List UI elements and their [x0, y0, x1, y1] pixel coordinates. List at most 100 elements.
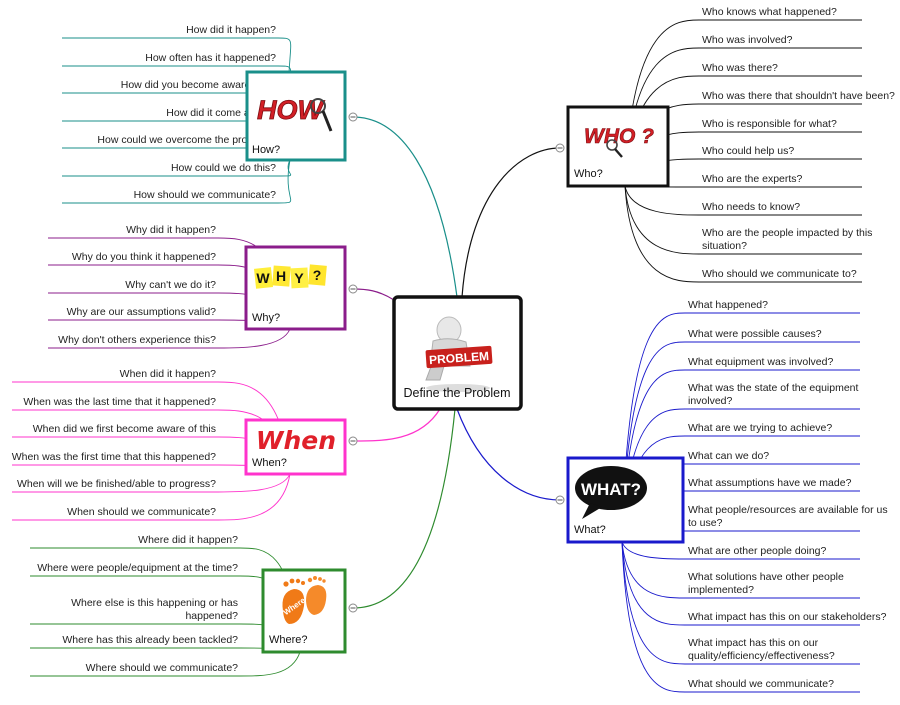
topic-what[interactable]: WHAT? What? — [566, 456, 685, 544]
leaf-how-3[interactable]: How did you become aware of it? — [121, 79, 276, 91]
branch-where — [352, 408, 456, 609]
leaf-who-3[interactable]: Who was there? — [702, 62, 778, 74]
leaf-when-2-line-1: When was the last time that it happened? — [23, 396, 216, 408]
leaf-what-2[interactable]: What were possible causes? — [688, 328, 822, 340]
leaf-what-5[interactable]: What are we trying to achieve? — [688, 422, 832, 434]
leaf-who-1-line-1: Who knows what happened? — [702, 6, 837, 18]
connector-who-9 — [624, 185, 700, 255]
topic-how-label: How? — [252, 144, 280, 156]
leaf-when-1[interactable]: When did it happen? — [120, 368, 216, 380]
topic-why[interactable]: W H Y ? Why? — [244, 245, 347, 331]
leaf-who-7-line-1: Who are the experts? — [702, 173, 803, 185]
leaf-who-5-line-1: Who is responsible for what? — [702, 118, 837, 130]
leaf-topics: How did it happen? How often has it happe… — [12, 6, 895, 690]
topic-when[interactable]: When When? — [244, 418, 347, 476]
leaf-who-10[interactable]: Who should we communicate to? — [702, 268, 857, 280]
leaf-where-2[interactable]: Where were people/equipment at the time? — [37, 562, 238, 574]
leaf-what-11[interactable]: What impact has this on our stakeholders… — [688, 611, 887, 623]
leaf-where-1[interactable]: Where did it happen? — [138, 534, 238, 546]
leaf-when-1-line-1: When did it happen? — [120, 368, 216, 380]
leaf-why-2[interactable]: Why do you think it happened? — [72, 251, 216, 263]
leaf-when-3-line-1: When did we first become aware of this — [33, 423, 216, 435]
branch-what — [456, 408, 561, 501]
leaf-who-9-line-2: situation? — [702, 240, 747, 252]
leaf-who-8[interactable]: Who needs to know? — [702, 201, 800, 213]
connector-what-12 — [621, 541, 686, 665]
collapse-where-button[interactable] — [348, 603, 358, 613]
leaf-when-5[interactable]: When will we be finished/able to progres… — [17, 478, 216, 490]
who-magnifier-icon: WHO ? — [584, 125, 654, 158]
branch-how — [352, 116, 458, 298]
how-art-text: HOW — [257, 95, 326, 125]
collapse-who-button[interactable] — [555, 143, 565, 153]
leaf-what-2-line-1: What were possible causes? — [688, 328, 822, 340]
connector-why-5 — [217, 328, 291, 349]
leaf-what-13-line-1: What should we communicate? — [688, 678, 834, 690]
leaf-what-8[interactable]: What people/resources are available for … — [688, 504, 888, 529]
leaf-when-4-line-1: When was the first time that this happen… — [12, 451, 216, 463]
leaf-when-2[interactable]: When was the last time that it happened? — [23, 396, 216, 408]
topic-who[interactable]: WHO ? Who? — [566, 105, 670, 188]
leaf-what-8-line-1: What people/resources are available for … — [688, 504, 888, 516]
leaf-when-4[interactable]: When was the first time that this happen… — [12, 451, 216, 463]
what-speech-bubble-icon: WHAT? — [575, 466, 647, 519]
leaf-how-1[interactable]: How did it happen? — [186, 24, 276, 36]
leaf-why-3-line-1: Why can't we do it? — [125, 279, 216, 291]
topic-where[interactable]: Where Where? — [261, 568, 347, 654]
leaf-who-8-line-1: Who needs to know? — [702, 201, 800, 213]
leaf-when-3[interactable]: When did we first become aware of this — [33, 423, 216, 435]
leaf-what-10-line-1: What solutions have other people — [688, 571, 844, 583]
why-letter-q: ? — [313, 267, 322, 283]
leaf-what-3[interactable]: What equipment was involved? — [688, 356, 833, 368]
leaf-what-4-line-2: involved? — [688, 395, 733, 407]
leaf-who-1[interactable]: Who knows what happened? — [702, 6, 837, 18]
leaf-how-6[interactable]: How could we do this? — [171, 162, 276, 174]
leaf-who-7[interactable]: Who are the experts? — [702, 173, 803, 185]
leaf-how-1-line-1: How did it happen? — [186, 24, 276, 36]
central-topic[interactable]: PROBLEM Define the Problem — [392, 295, 523, 411]
leaf-where-4[interactable]: Where has this already been tackled? — [62, 634, 238, 646]
collapse-what-button[interactable] — [555, 495, 565, 505]
leaf-what-13[interactable]: What should we communicate? — [688, 678, 834, 690]
leaf-why-1-line-1: Why did it happen? — [126, 224, 216, 236]
leaf-how-6-line-1: How could we do this? — [171, 162, 276, 174]
leaf-how-2[interactable]: How often has it happened? — [145, 52, 276, 64]
leaf-who-4[interactable]: Who was there that shouldn't have been? — [702, 90, 895, 102]
collapse-how-button[interactable] — [348, 112, 358, 122]
leaf-who-2[interactable]: Who was involved? — [702, 34, 793, 46]
leaf-why-5[interactable]: Why don't others experience this? — [58, 334, 216, 346]
leaf-when-6[interactable]: When should we communicate? — [67, 506, 216, 518]
leaf-who-5[interactable]: Who is responsible for what? — [702, 118, 837, 130]
leaf-what-7[interactable]: What assumptions have we made? — [688, 477, 852, 489]
leaf-where-2-line-1: Where were people/equipment at the time? — [37, 562, 238, 574]
topic-how[interactable]: HOW How? — [245, 70, 347, 162]
leaf-why-1[interactable]: Why did it happen? — [126, 224, 216, 236]
leaf-what-1[interactable]: What happened? — [688, 299, 768, 311]
collapse-why-button[interactable] — [348, 284, 358, 294]
leaf-where-3-line-1: Where else is this happening or has — [71, 597, 238, 609]
leaf-where-5[interactable]: Where should we communicate? — [86, 662, 238, 674]
leaf-how-2-line-1: How often has it happened? — [145, 52, 276, 64]
collapse-when-button[interactable] — [348, 436, 358, 446]
leaf-how-5-line-1: How could we overcome the problem? — [97, 134, 276, 146]
leaf-how-3-line-1: How did you become aware of it? — [121, 79, 276, 91]
leaf-why-3[interactable]: Why can't we do it? — [125, 279, 216, 291]
leaf-why-4-line-1: Why are our assumptions valid? — [67, 306, 217, 318]
connector-what-9 — [621, 541, 686, 560]
leaf-what-6[interactable]: What can we do? — [688, 450, 769, 462]
leaf-how-5[interactable]: How could we overcome the problem? — [97, 134, 276, 146]
leaf-who-4-line-1: Who was there that shouldn't have been? — [702, 90, 895, 102]
leaf-how-7[interactable]: How should we communicate? — [134, 189, 277, 201]
leaf-what-9[interactable]: What are other people doing? — [688, 545, 827, 557]
connector-where-5 — [239, 651, 301, 677]
leaf-who-6[interactable]: Who could help us? — [702, 145, 794, 157]
central-topic-label: Define the Problem — [403, 386, 510, 400]
leaf-what-6-line-1: What can we do? — [688, 450, 769, 462]
leaf-why-4[interactable]: Why are our assumptions valid? — [67, 306, 217, 318]
